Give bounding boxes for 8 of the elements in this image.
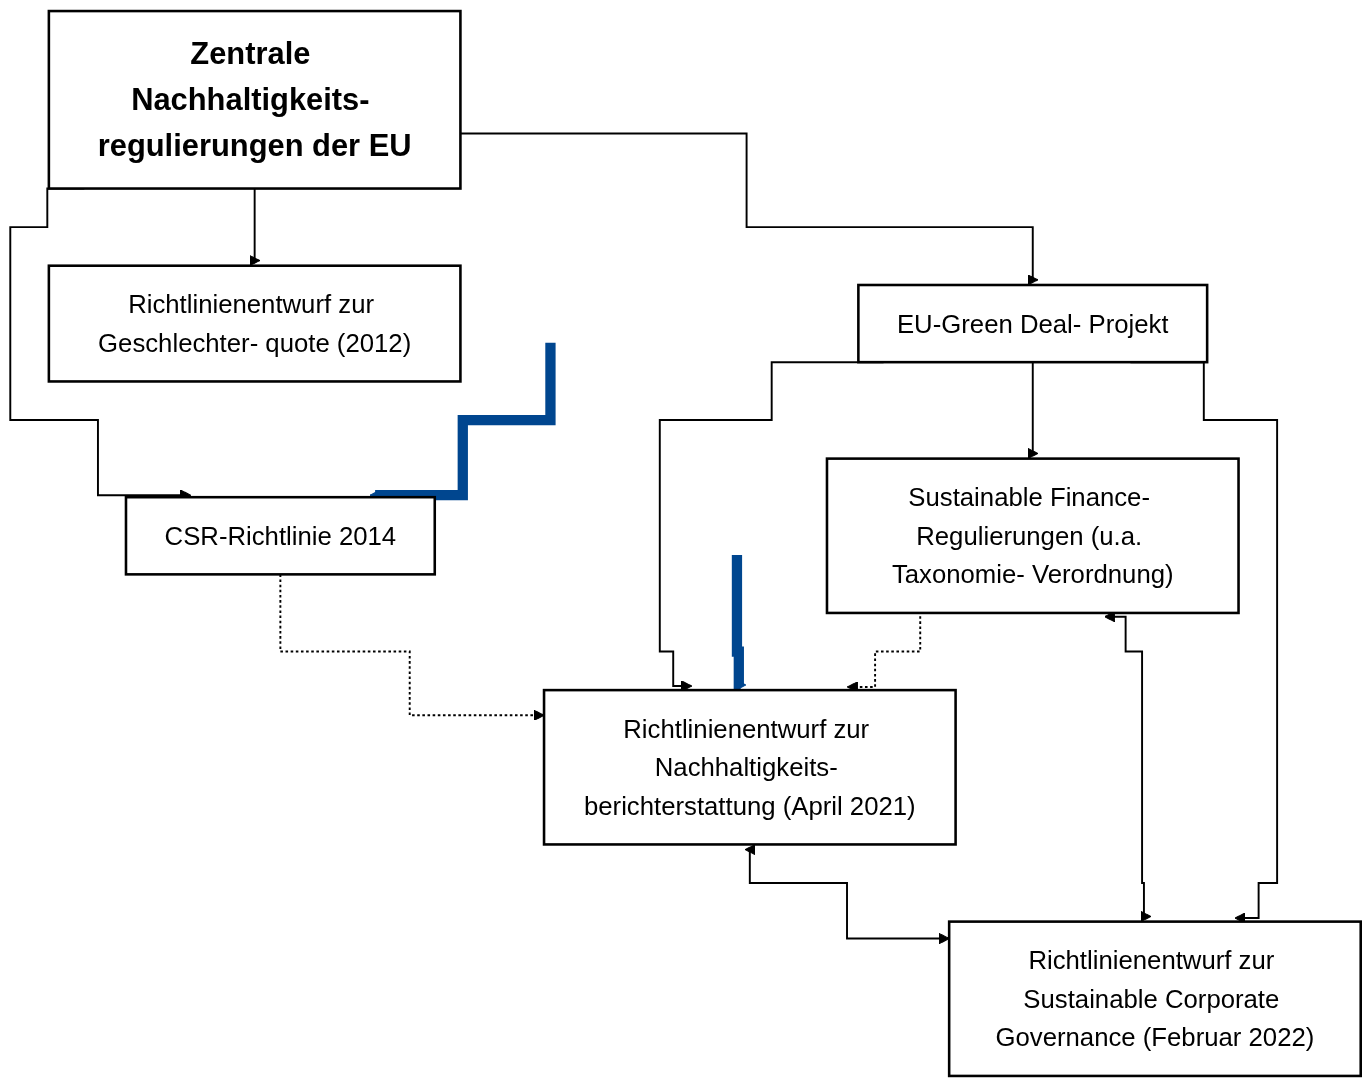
arrow	[744, 844, 950, 945]
node-box: CSR-Richtlinie 2014	[124, 495, 437, 576]
node-box: Richtlinienentwurf zur Sustainable Corporate Governance (Februar 2022)	[947, 920, 1362, 1078]
node-box: Sustainable Finance- Regulierungen (u.a. Taxonomie- Verordnung)	[825, 457, 1240, 615]
node-box: Zentrale Nachhaltigkeits- regulierungen der EU	[47, 9, 462, 190]
node-box: Richtlinienentwurf zur Geschlechter- quote (2012)	[47, 264, 462, 383]
node-box: EU-Green Deal- Projekt	[857, 283, 1209, 364]
node-box: Richtlinienentwurf zur Nachhaltigkeits- berichterstattung (April 2021)	[542, 688, 957, 846]
